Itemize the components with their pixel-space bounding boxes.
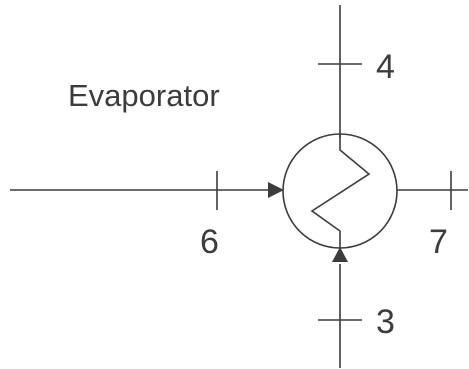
diagram-title: Evaporator [68,78,220,113]
stream-6-label: 6 [200,223,219,261]
stream-7-label: 7 [429,223,448,261]
heat-exchanger-icon [282,133,398,249]
heat-exchanger-zigzag [310,134,371,248]
stream-4-label: 4 [376,48,395,86]
stream-3-arrow [332,247,348,262]
stream-6-arrow [268,182,284,198]
stream-3-label: 3 [376,303,395,341]
